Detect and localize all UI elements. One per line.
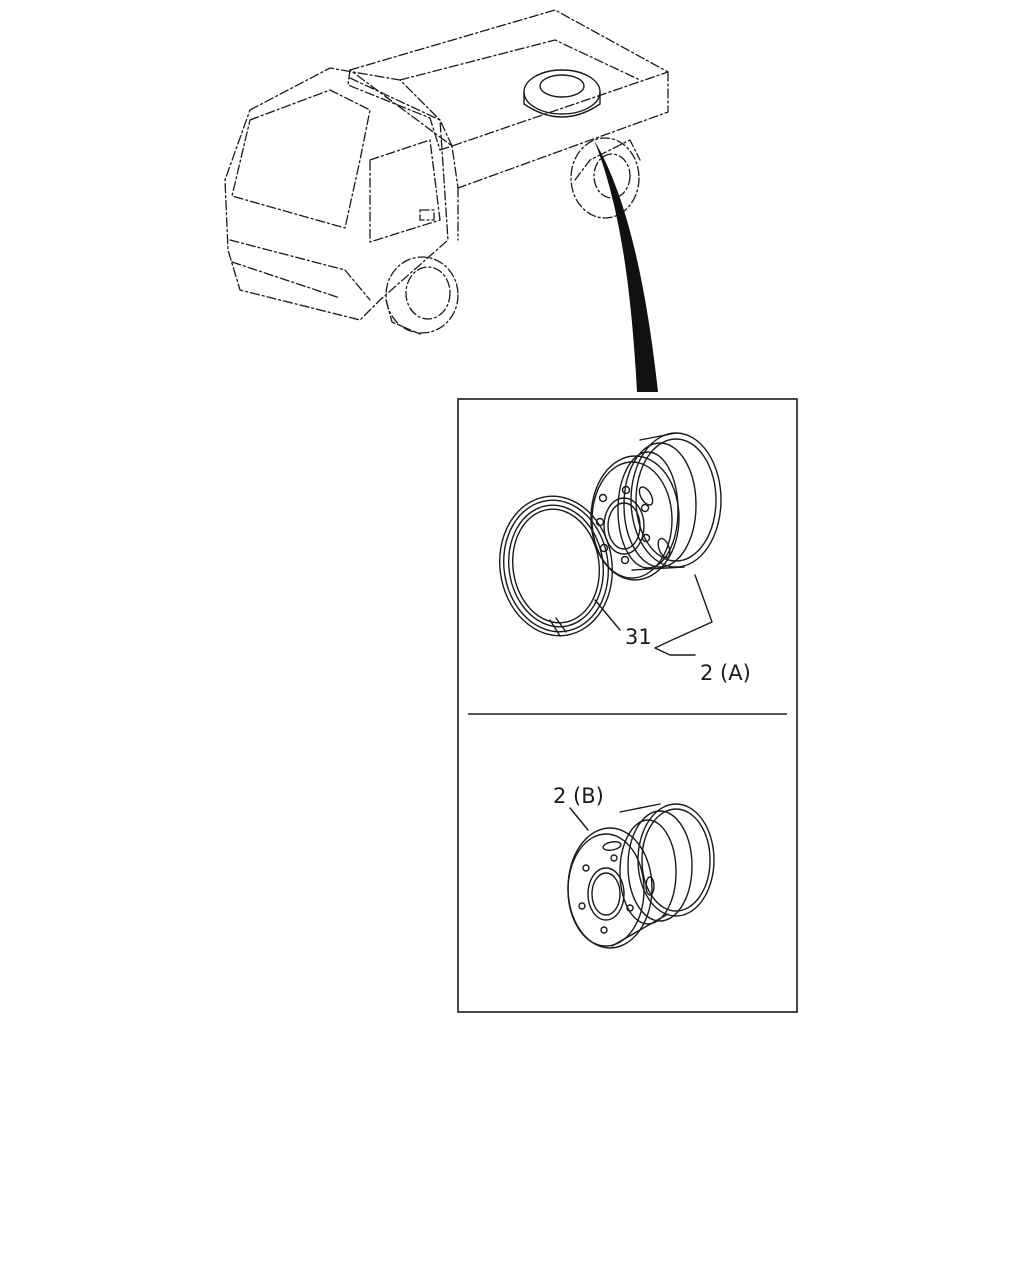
truck-outline: [224, 9, 669, 335]
callout-wheel-a: 2 (A): [700, 661, 751, 685]
wheel-b: [567, 803, 715, 949]
wheel-a: [590, 432, 722, 581]
side-ring: [498, 495, 614, 637]
detail-frame: [457, 398, 798, 1013]
callout-wheel-b: 2 (B): [553, 784, 604, 808]
detail-pointer: [594, 140, 658, 392]
leader-b: [569, 807, 589, 831]
callout-ring: 31: [625, 625, 652, 649]
leaders-a: [594, 574, 713, 656]
